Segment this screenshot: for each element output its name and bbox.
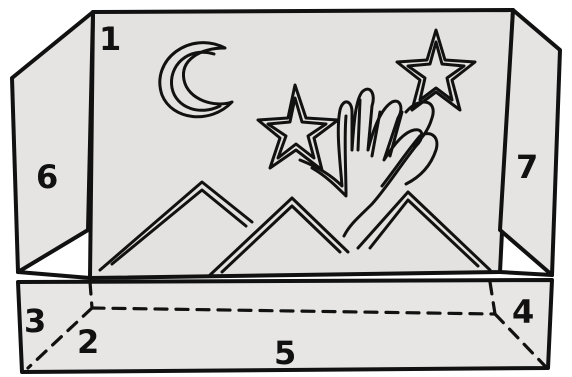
right-inner-edge [500,272,552,275]
label-2: 2 [77,323,99,361]
left-wing-panel [12,12,93,272]
right-wing-panel [500,10,560,275]
label-5: 5 [274,334,296,372]
label-7: 7 [516,148,538,186]
label-6: 6 [36,158,58,196]
label-3: 3 [24,302,46,340]
label-1: 1 [99,20,121,58]
label-4: 4 [512,293,534,331]
hidden-left-fold-edge [90,282,92,308]
left-inner-edge [18,272,90,278]
